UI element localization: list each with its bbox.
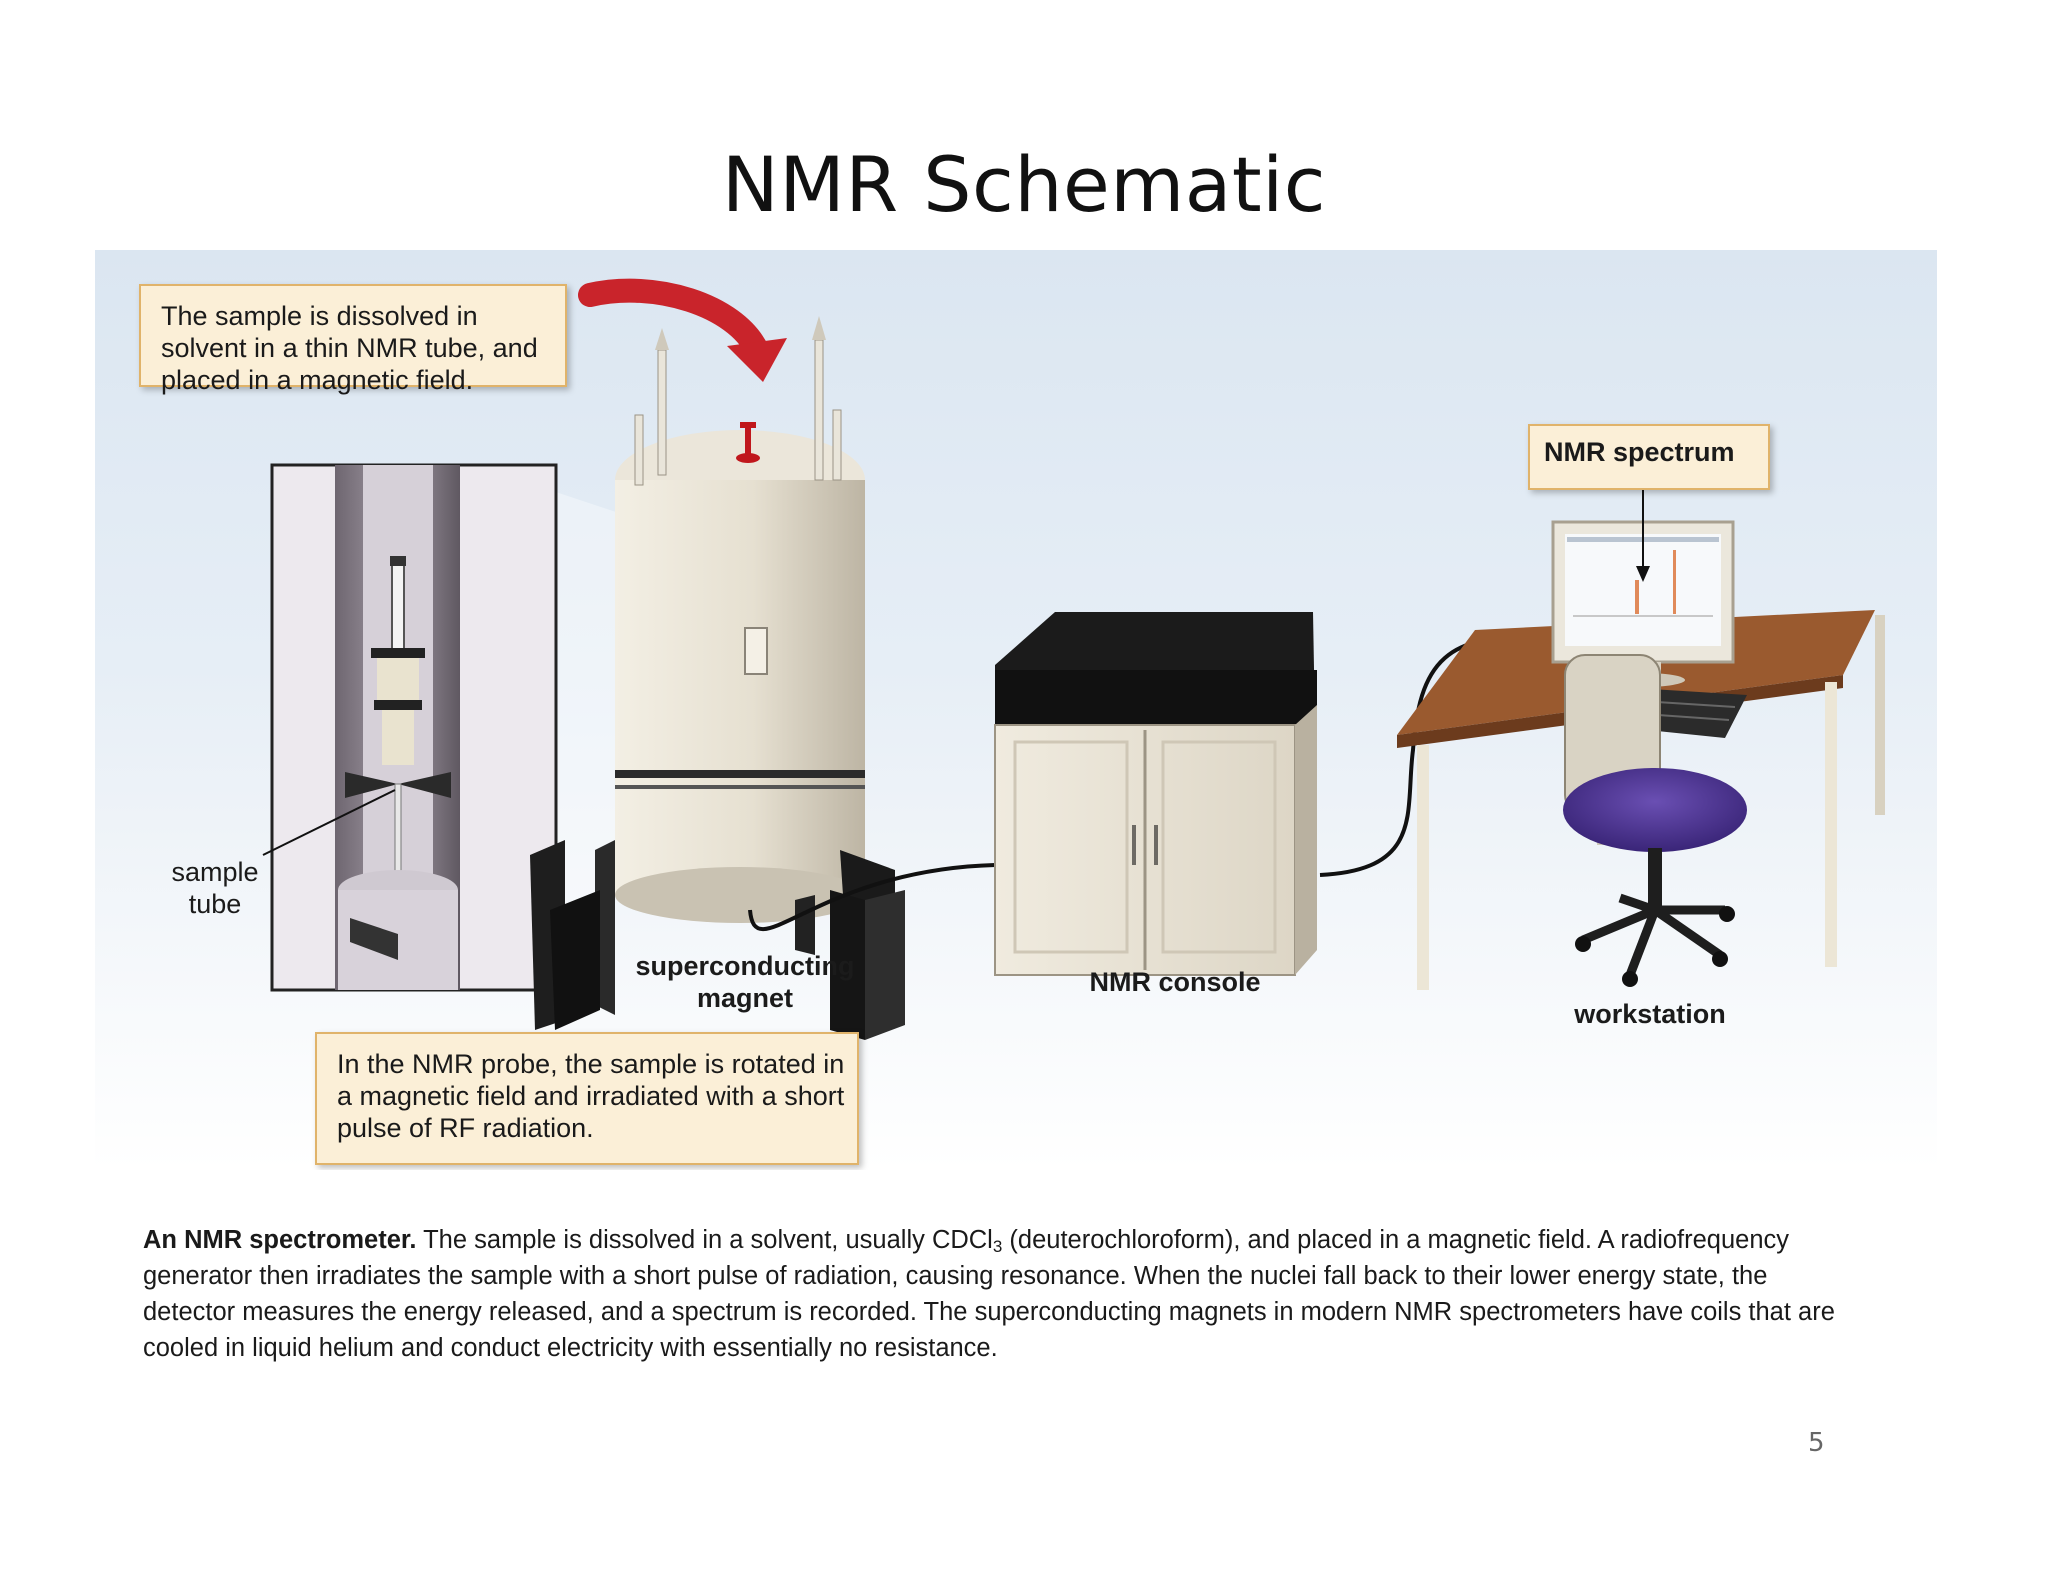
- workstation-drawing: [1397, 520, 1885, 990]
- magnet-console-cable: [748, 863, 996, 931]
- nmr-spectrometer-illustration: The sample is dissolved in solvent in a …: [95, 250, 1937, 1170]
- superconducting-magnet-drawing: [530, 316, 905, 1040]
- nmr-probe-callout: In the NMR probe, the sample is rotated …: [315, 1032, 859, 1165]
- caption-text-1: The sample is dissolved in a solvent, us…: [416, 1226, 993, 1254]
- caption-text-2: (deuterochloroform), and placed in a mag…: [143, 1226, 1835, 1362]
- page-number: 5: [1808, 1428, 1825, 1458]
- slide-title: NMR Schematic: [721, 140, 1327, 229]
- insert-sample-arrow: [578, 278, 769, 362]
- illustration-drawing: [262, 278, 1885, 1040]
- sample-callout: The sample is dissolved in solvent in a …: [139, 284, 567, 395]
- figure-caption: An NMR spectrometer. The sample is disso…: [143, 1222, 1863, 1366]
- nmr-console-drawing: [994, 612, 1317, 976]
- caption-subscript: 3: [992, 1237, 1003, 1256]
- probe-inset: [270, 463, 558, 992]
- caption-lead: An NMR spectrometer.: [143, 1226, 417, 1254]
- superconducting-magnet-label: superconducting magnet: [635, 951, 855, 1013]
- sample-tube-pointer: [262, 789, 396, 856]
- nmr-console-label: NMR console: [1089, 967, 1261, 997]
- workstation-label: workstation: [1574, 999, 1726, 1029]
- nmr-spectrum-callout: NMR spectrum: [1528, 424, 1770, 490]
- sample-tube-label: sample tube: [171, 857, 259, 919]
